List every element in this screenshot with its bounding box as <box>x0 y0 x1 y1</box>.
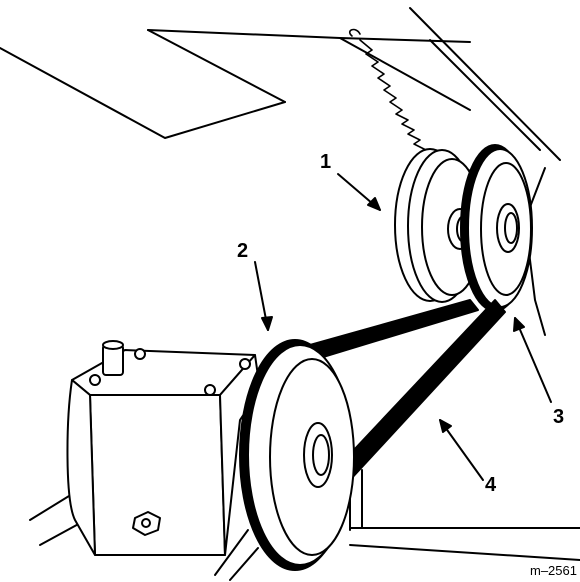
callout-1: 1 <box>320 151 332 173</box>
callout-2: 2 <box>237 240 249 262</box>
callout-4: 4 <box>485 474 497 496</box>
drive-pulley-upper <box>460 144 533 312</box>
callout-3: 3 <box>553 406 565 428</box>
callout-arrows <box>254 173 552 481</box>
figure-id: m–2561 <box>530 563 577 578</box>
gearbox <box>66 340 261 556</box>
gearbox-pulley <box>214 339 355 581</box>
